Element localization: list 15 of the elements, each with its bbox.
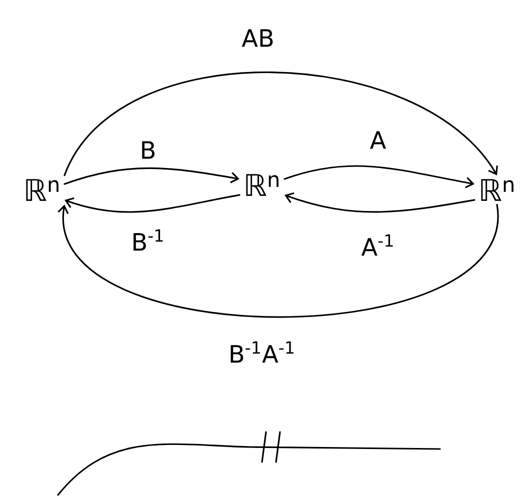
- edge-label: A: [368, 130, 388, 150]
- arrow: [64, 72, 498, 176]
- space-label: ℝ$^{n}$: [246, 174, 278, 196]
- edge-label: A$^{-1}$: [360, 233, 396, 257]
- arrow: [64, 194, 240, 213]
- edge-label: B$^{-1}$A$^{-1}$: [227, 340, 297, 364]
- space-label: ℝ$^{n}$: [26, 179, 58, 201]
- space-label: ℝ$^{n}$: [481, 179, 514, 201]
- edge-label: AB: [240, 28, 276, 48]
- edge-label: B$^{-1}$: [130, 228, 166, 252]
- arrow: [284, 165, 474, 188]
- edge-label: B: [138, 140, 158, 160]
- arrow: [64, 167, 240, 185]
- arrow: [284, 192, 476, 213]
- arrow: [58, 204, 498, 318]
